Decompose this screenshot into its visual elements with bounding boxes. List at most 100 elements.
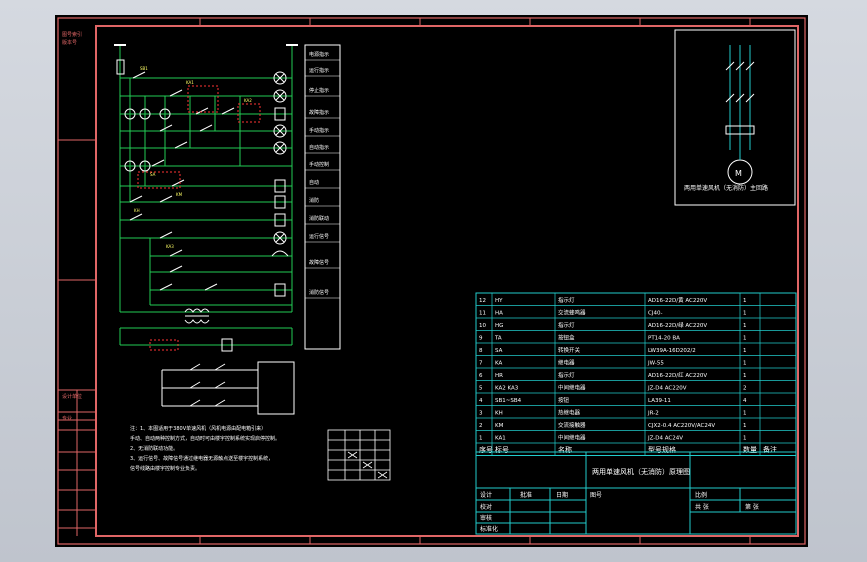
drawing-sheet bbox=[55, 15, 808, 547]
bom-cell: KM bbox=[495, 423, 504, 429]
bom-cell: 2 bbox=[743, 386, 747, 392]
title-cell-6: 图号 bbox=[590, 492, 602, 499]
bom-cell: HG bbox=[495, 323, 503, 329]
bom-cell: KH bbox=[495, 411, 503, 417]
bom-cell: 9 bbox=[479, 336, 483, 342]
drawing-title: 两用单速风机（无消防）原理图 bbox=[592, 467, 690, 476]
bom-cell: 2 bbox=[479, 423, 483, 429]
bom-cell: 1 bbox=[743, 373, 747, 379]
function-label-1: 运行指示 bbox=[309, 67, 329, 74]
title-cell-3: 标准化 bbox=[480, 525, 498, 533]
note-line-1: 手动、自动两种控制方式，自动时可由楼宇控制系统实现启停控制。 bbox=[130, 435, 280, 442]
bom-cell: 指示灯 bbox=[558, 371, 575, 379]
function-label-10: 运行信号 bbox=[309, 233, 329, 240]
bom-cell: LA39-11 bbox=[648, 398, 671, 404]
bom-cell: TA bbox=[494, 336, 502, 342]
bom-cell: 热继电器 bbox=[558, 409, 581, 417]
bom-cell: 3 bbox=[479, 411, 483, 417]
motor-main-circuit: M bbox=[674, 29, 796, 206]
function-label-column bbox=[257, 44, 341, 415]
bom-cell: AD16-22D/黄 AC220V bbox=[648, 296, 707, 304]
bom-cell: 12 bbox=[479, 298, 486, 304]
left-margin-dividers bbox=[58, 389, 96, 536]
title-block-cells: 设计校对审核标准化批准日期图号比例共 张第 张 bbox=[480, 491, 759, 533]
bom-cell: 5 bbox=[479, 386, 483, 392]
svg-text:KH: KH bbox=[134, 208, 140, 213]
motor-caption: 两用单速风机（无消防）主回路 bbox=[684, 184, 768, 192]
bom-cell: JW-55 bbox=[647, 361, 664, 367]
bom-cell: 1 bbox=[743, 423, 747, 429]
bom-cell: SB1~SB4 bbox=[495, 398, 522, 404]
bom-cell: 转换开关 bbox=[558, 346, 581, 354]
title-cell-1: 校对 bbox=[480, 503, 492, 511]
title-cell-2: 审核 bbox=[480, 514, 492, 522]
bom-cell: KA1 bbox=[495, 436, 506, 442]
lamp-manual bbox=[273, 231, 287, 245]
bom-cell: HA bbox=[495, 311, 503, 317]
svg-text:专业: 专业 bbox=[62, 415, 72, 422]
function-label-8: 消防 bbox=[309, 197, 319, 204]
svg-text:KM: KM bbox=[176, 192, 183, 197]
control-fuse bbox=[116, 59, 125, 75]
title-cell-8: 共 张 bbox=[695, 503, 709, 511]
svg-text:KA1: KA1 bbox=[186, 80, 194, 85]
bom-cell: JZ-D4 AC220V bbox=[647, 386, 687, 392]
bom-cell: 1 bbox=[743, 323, 747, 329]
bom-header-cell: 型号规格 bbox=[648, 445, 676, 454]
function-label-5: 自动指示 bbox=[309, 144, 329, 151]
title-cell-9: 第 张 bbox=[745, 503, 759, 511]
note-line-0: 注：1、本图适用于380V单速风机（风机电源由配电箱引来） bbox=[130, 425, 266, 432]
function-label-3: 故障指示 bbox=[309, 109, 329, 116]
bom-cell: 7 bbox=[479, 361, 483, 367]
sheet-outer-frame bbox=[57, 17, 806, 545]
function-label-9: 消防联动 bbox=[309, 215, 329, 222]
bom-cell: KA bbox=[495, 361, 503, 367]
lamp-fault bbox=[273, 141, 287, 155]
bom-cell: 交流接触器 bbox=[558, 421, 586, 429]
bom-cell: AD16-22D/红 AC220V bbox=[648, 371, 707, 379]
function-label-4: 手动指示 bbox=[309, 127, 329, 134]
title-cell-7: 比例 bbox=[695, 491, 707, 499]
function-label-12: 消防信号 bbox=[309, 289, 329, 296]
bom-cell: 1 bbox=[743, 411, 747, 417]
bom-cell: 1 bbox=[743, 311, 747, 317]
sheet-inner-frame bbox=[95, 25, 799, 537]
title-block bbox=[475, 451, 797, 535]
lamp-run bbox=[273, 89, 287, 103]
bom-cell: 指示灯 bbox=[558, 321, 575, 329]
title-cell-4: 批准 bbox=[520, 491, 532, 499]
svg-text:SB1: SB1 bbox=[140, 66, 148, 71]
bom-cell: 交流蜂鸣器 bbox=[558, 309, 586, 317]
note-line-3: 3、运行信号、故障信号通过继电器无源触点送至楼宇控制系统， bbox=[130, 455, 273, 462]
bom-header-cell: 标号 bbox=[495, 445, 509, 454]
bom-cell: 6 bbox=[479, 373, 483, 379]
lamp-power bbox=[273, 71, 287, 85]
bom-cell: 10 bbox=[479, 323, 486, 329]
bom-cell: HR bbox=[495, 373, 503, 379]
bom-cell: 1 bbox=[743, 298, 747, 304]
svg-text:设计单位: 设计单位 bbox=[62, 393, 82, 400]
bom-cell: 继电器 bbox=[558, 359, 575, 367]
bom-header-cell: 数量 bbox=[743, 445, 757, 454]
bom-cell: 11 bbox=[479, 311, 486, 317]
function-label-6: 手动控制 bbox=[309, 161, 329, 168]
svg-text:图号索引: 图号索引 bbox=[62, 31, 82, 38]
bom-cell: 1 bbox=[743, 361, 747, 367]
bom-cell: 按钮 bbox=[558, 396, 570, 404]
notes-block: 注：1、本图适用于380V单速风机（风机电源由配电箱引来） 手动、自动两种控制方式… bbox=[130, 425, 280, 472]
bom-cell: 中间继电器 bbox=[558, 384, 586, 392]
left-margin-labels: 图号索引 版本号 设计单位 专业 bbox=[62, 31, 82, 422]
bom-cell: 1 bbox=[743, 336, 747, 342]
bom-cell: 8 bbox=[479, 348, 483, 354]
bom-cell: 按钮盒 bbox=[558, 334, 575, 342]
lamp-stop bbox=[273, 124, 287, 138]
svg-text:KA3: KA3 bbox=[166, 244, 174, 249]
bom-cell: 1 bbox=[743, 348, 747, 354]
bom-cell: HY bbox=[495, 298, 503, 304]
bom-cell: CJ40- bbox=[648, 311, 662, 317]
svg-text:KA2: KA2 bbox=[244, 98, 252, 103]
bom-cell: JZ-D4 AC24V bbox=[647, 436, 683, 442]
